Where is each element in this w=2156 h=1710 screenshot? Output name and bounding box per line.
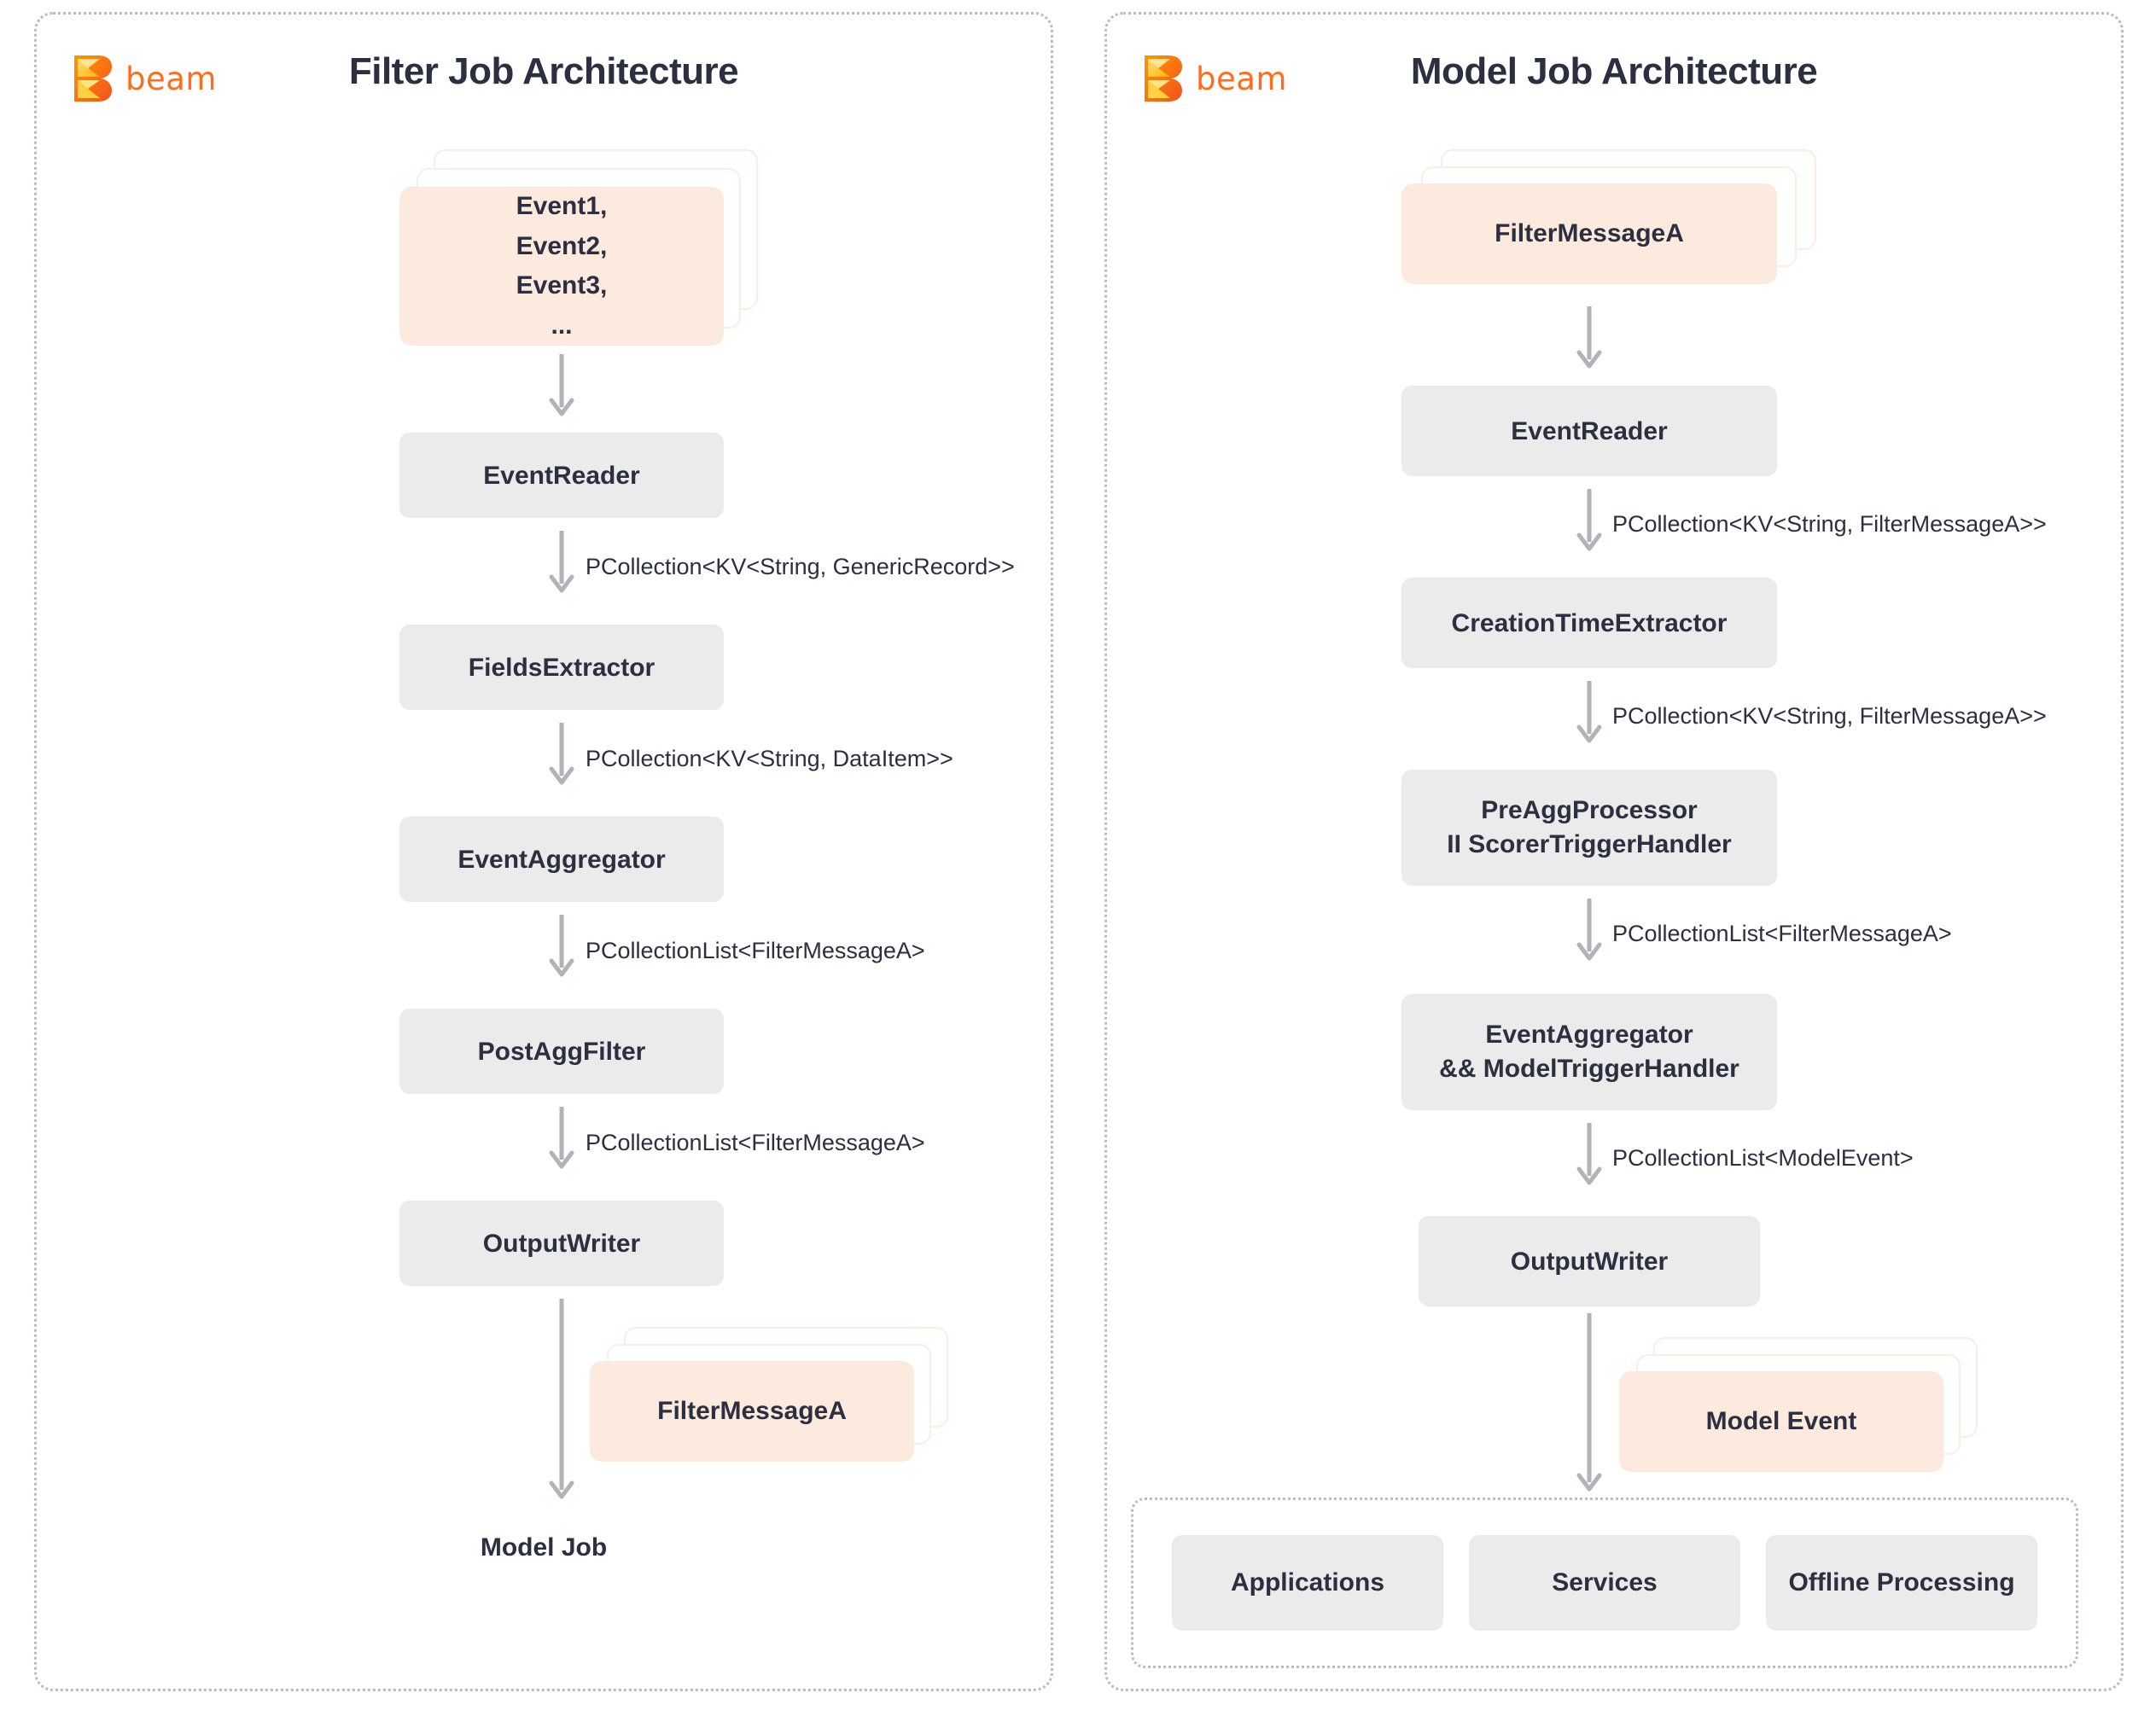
node-pre-agg-processor[interactable]: PreAggProcessor II ScorerTriggerHandler: [1401, 770, 1777, 886]
flow-arrow-6: [549, 1299, 574, 1504]
beam-logo-icon: [74, 55, 112, 102]
beam-logo-icon: [1145, 55, 1182, 102]
filter-job-header: beam Filter Job Architecture: [37, 15, 1051, 117]
node-event-reader[interactable]: EventReader: [1401, 386, 1777, 476]
flow-arrow-1: [549, 354, 574, 421]
model-job-panel: beam Model Job Architecture FilterMessag…: [1104, 12, 2124, 1691]
flow-arrow-6: [1576, 1313, 1602, 1497]
node-post-agg-filter[interactable]: PostAggFilter: [399, 1009, 724, 1094]
beam-logo: beam: [73, 55, 217, 102]
flow-arrow-3: [549, 723, 574, 789]
beam-logo-text: beam: [1196, 60, 1287, 97]
edge-label-1: PCollection<KV<String, GenericRecord>>: [586, 554, 1015, 579]
node-event-reader[interactable]: EventReader: [399, 433, 724, 518]
flow-arrow-5: [549, 1107, 574, 1173]
edge-label-3: PCollectionList<FilterMessageA>: [586, 938, 925, 963]
consumer-applications[interactable]: Applications: [1172, 1535, 1443, 1631]
edge-label-1: PCollection<KV<String, FilterMessageA>>: [1612, 511, 2047, 537]
model-job-title: Model Job Architecture: [1410, 50, 1818, 92]
consumers-group: Applications Services Offline Processing: [1131, 1498, 2078, 1668]
node-fields-extractor[interactable]: FieldsExtractor: [399, 625, 724, 710]
node-output-writer[interactable]: OutputWriter: [399, 1201, 724, 1286]
model-event-card: Model Event: [1619, 1371, 1943, 1472]
node-event-aggregator[interactable]: EventAggregator: [399, 817, 724, 902]
flow-arrow-2: [1576, 489, 1602, 555]
edge-label-2: PCollection<KV<String, FilterMessageA>>: [1612, 703, 2047, 729]
filter-job-title: Filter Job Architecture: [348, 50, 739, 92]
source-event-card: Event1, Event2, Event3, ...: [399, 187, 724, 346]
filter-job-panel: beam Filter Job Architecture Event1, Eve…: [34, 12, 1053, 1691]
consumer-services[interactable]: Services: [1469, 1535, 1740, 1631]
model-event-card-stack: Model Event: [1619, 1337, 1995, 1474]
node-event-aggregator[interactable]: EventAggregator && ModelTriggerHandler: [1401, 994, 1777, 1110]
source-filter-message-card: FilterMessageA: [1401, 183, 1777, 284]
sink-model-job-label: Model Job: [480, 1533, 608, 1562]
source-event-card-stack: Event1, Event2, Event3, ...: [399, 149, 758, 346]
flow-arrow-1: [1576, 306, 1602, 373]
edge-label-2: PCollection<KV<String, DataItem>>: [586, 746, 953, 771]
flow-arrow-4: [1576, 899, 1602, 965]
model-job-header: beam Model Job Architecture: [1107, 15, 2121, 117]
flow-arrow-2: [549, 531, 574, 597]
beam-logo: beam: [1143, 55, 1287, 102]
edge-label-4: PCollectionList<FilterMessageA>: [586, 1130, 925, 1155]
beam-logo-text: beam: [125, 60, 217, 97]
node-output-writer[interactable]: OutputWriter: [1419, 1216, 1760, 1306]
flow-arrow-5: [1576, 1123, 1602, 1189]
output-card-stack: FilterMessageA: [590, 1327, 948, 1463]
source-card-stack: FilterMessageA: [1401, 149, 1828, 286]
node-creation-time-extractor[interactable]: CreationTimeExtractor: [1401, 578, 1777, 668]
consumer-offline-processing[interactable]: Offline Processing: [1766, 1535, 2037, 1631]
edge-label-3: PCollectionList<FilterMessageA>: [1612, 921, 1952, 946]
output-filter-message-card: FilterMessageA: [590, 1361, 914, 1462]
flow-arrow-4: [549, 915, 574, 981]
flow-arrow-3: [1576, 681, 1602, 747]
edge-label-4: PCollectionList<ModelEvent>: [1612, 1145, 1914, 1171]
